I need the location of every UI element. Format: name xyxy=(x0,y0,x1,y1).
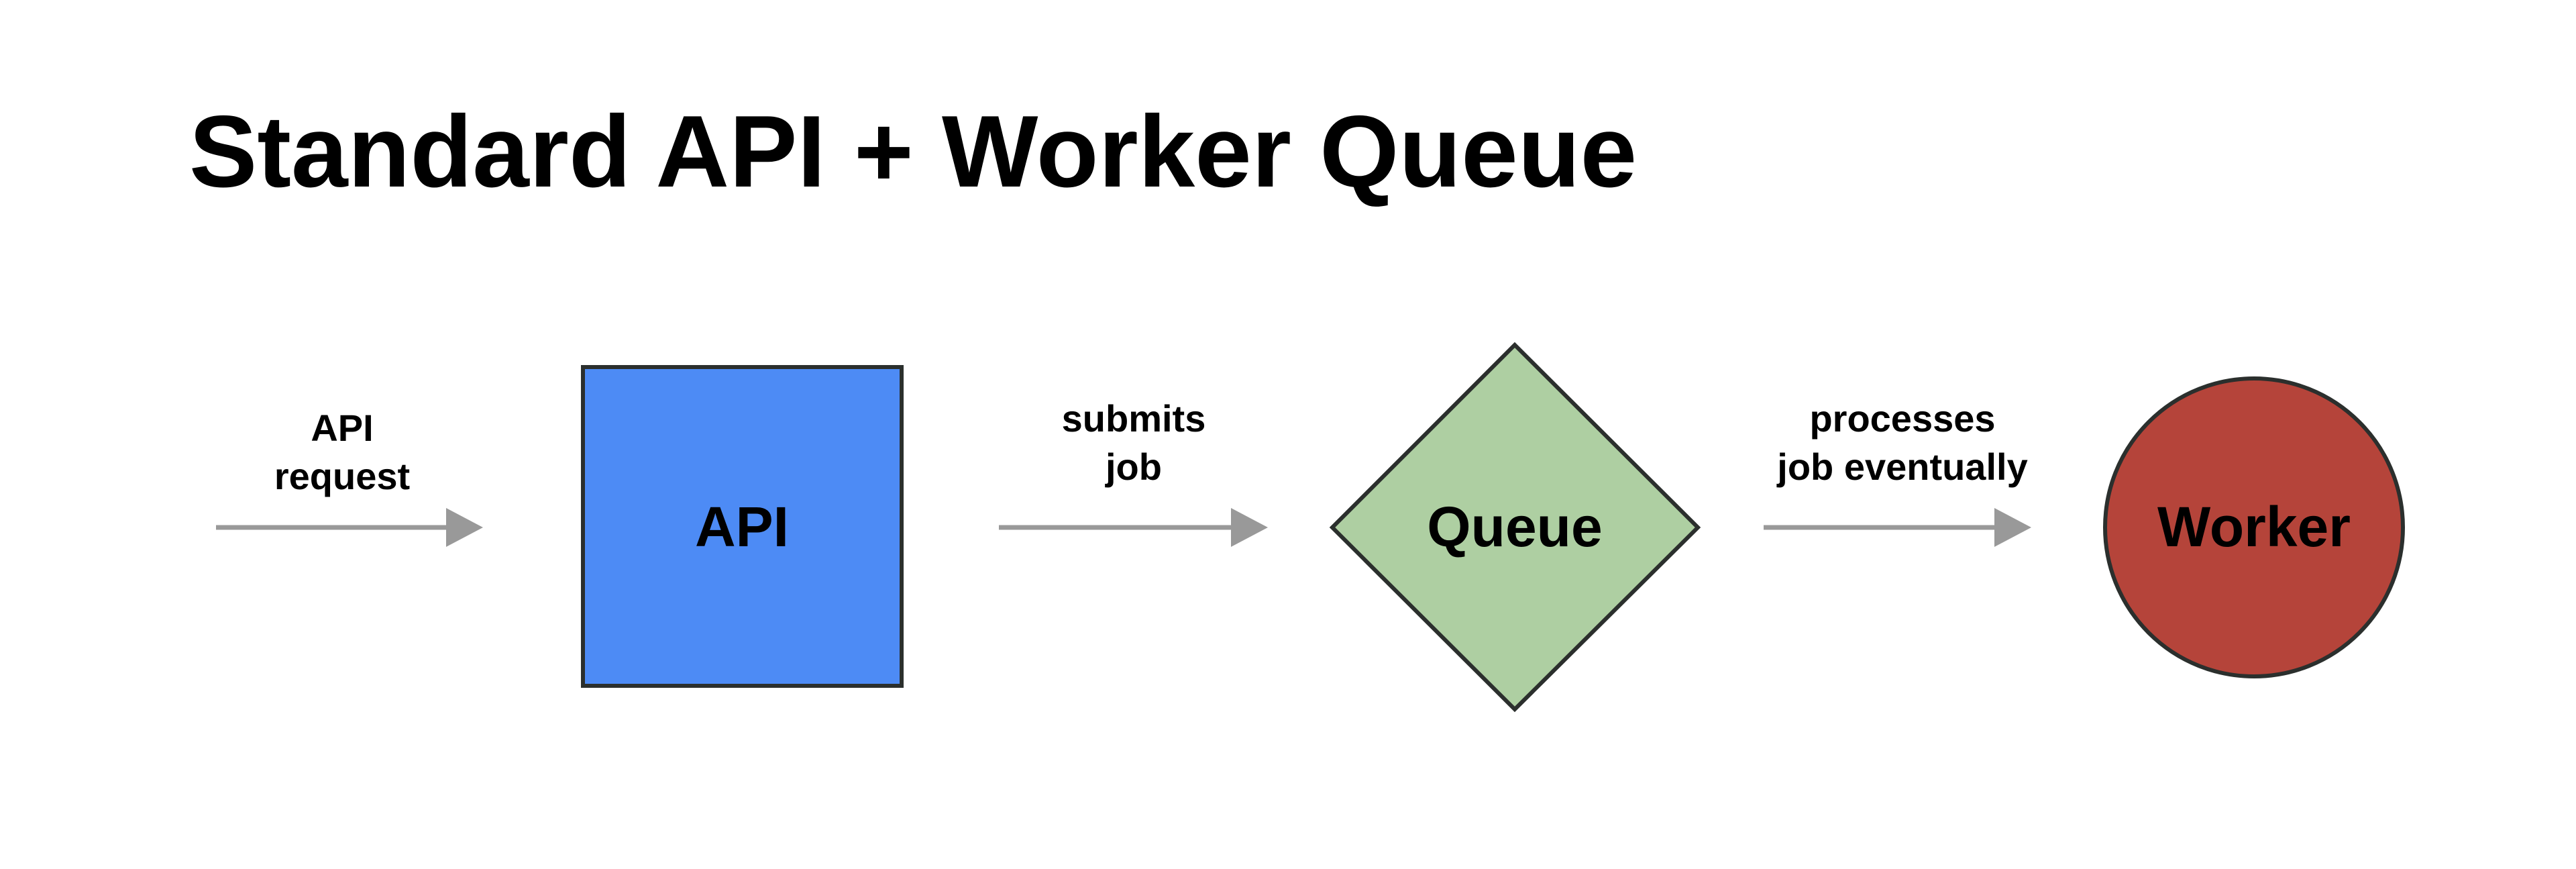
worker-label: Worker xyxy=(2157,495,2351,558)
node-worker: Worker xyxy=(2103,376,2405,678)
edge-label-line1: API xyxy=(311,407,373,449)
api-label: API xyxy=(695,495,789,558)
api-square xyxy=(581,365,904,688)
edge-submits-job: submits job xyxy=(999,397,1268,547)
edge-label-line2: request xyxy=(274,455,410,497)
edge-processes-job: processes job eventually xyxy=(1764,397,2031,547)
node-queue: Queue xyxy=(1329,342,1701,713)
arrow-head xyxy=(1231,508,1268,547)
queue-label: Queue xyxy=(1427,495,1602,558)
edge-label-line2: job eventually xyxy=(1776,446,2027,488)
edge-label-line1: submits xyxy=(1062,397,1206,440)
diagram-title: Standard API + Worker Queue xyxy=(189,95,1638,209)
arrow-head xyxy=(446,508,483,547)
edge-label-line2: job xyxy=(1105,446,1162,488)
node-api: API xyxy=(581,365,904,688)
edge-incoming-request: API request xyxy=(216,407,483,547)
edge-label-line1: processes xyxy=(1809,397,1995,440)
worker-circle xyxy=(2103,376,2405,678)
queue-diamond xyxy=(1329,342,1701,713)
arrow-head xyxy=(1994,508,2031,547)
